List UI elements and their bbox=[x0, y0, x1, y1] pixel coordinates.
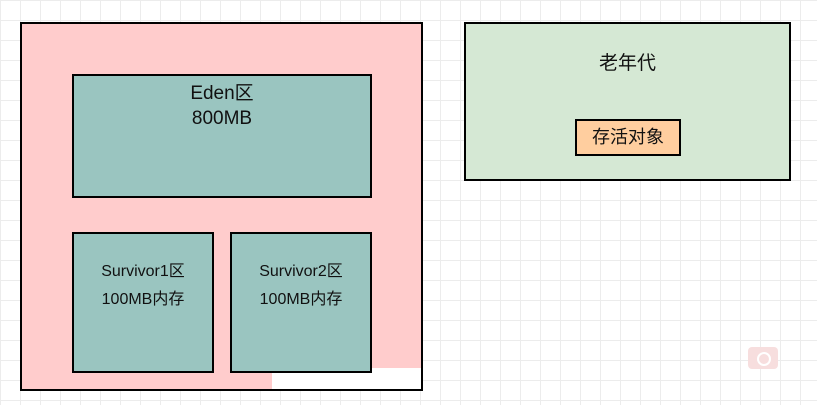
survivor2-size: 100MB内存 bbox=[259, 291, 343, 308]
old-generation-container: 老年代 bbox=[464, 22, 791, 181]
survivor1-region: Survivor1区 100MB内存 bbox=[72, 232, 214, 373]
survivor2-region: Survivor2区 100MB内存 bbox=[230, 232, 372, 373]
eden-size: 800MB bbox=[191, 108, 253, 129]
eden-name: Eden区 bbox=[190, 83, 254, 104]
watermark-icon bbox=[748, 347, 778, 369]
survived-objects-box: 存活对象 bbox=[575, 119, 681, 156]
old-generation-title: 老年代 bbox=[598, 53, 656, 74]
white-patch bbox=[272, 368, 421, 389]
eden-region: Eden区 800MB bbox=[72, 74, 372, 198]
survivor2-name: Survivor2区 bbox=[259, 263, 343, 280]
survived-objects-label: 存活对象 bbox=[592, 127, 664, 147]
survivor1-size: 100MB内存 bbox=[101, 291, 185, 308]
survivor1-name: Survivor1区 bbox=[101, 263, 185, 280]
